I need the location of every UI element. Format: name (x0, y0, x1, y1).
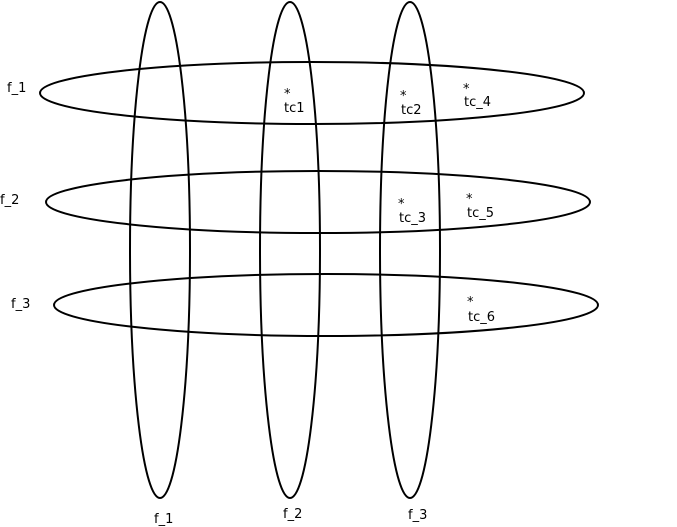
row-ellipse-3 (53, 273, 599, 337)
test-case-label: tc_3 (399, 211, 426, 226)
row-label-2: f_2 (0, 193, 19, 208)
row-label-3: f_3 (11, 297, 30, 312)
column-label-1: f_1 (154, 512, 173, 527)
column-ellipse-3 (379, 1, 441, 499)
test-case-label: tc_4 (464, 95, 491, 110)
test-case-marker: * (284, 87, 291, 102)
test-case-label: tc_6 (468, 310, 495, 325)
row-label-1: f_1 (7, 81, 26, 96)
test-case-label: tc2 (401, 103, 422, 118)
test-case-marker: * (400, 89, 407, 104)
column-label-2: f_2 (283, 507, 302, 522)
row-ellipse-1 (39, 61, 585, 125)
test-case-marker: * (467, 295, 474, 310)
column-ellipse-2 (259, 1, 321, 499)
column-label-3: f_3 (408, 508, 427, 523)
test-case-marker: * (463, 82, 470, 97)
column-ellipse-1 (129, 1, 191, 499)
test-case-marker: * (398, 197, 405, 212)
test-case-label: tc_5 (467, 206, 494, 221)
test-case-label: tc1 (284, 101, 305, 116)
test-case-marker: * (466, 192, 473, 207)
row-ellipse-2 (45, 170, 591, 234)
